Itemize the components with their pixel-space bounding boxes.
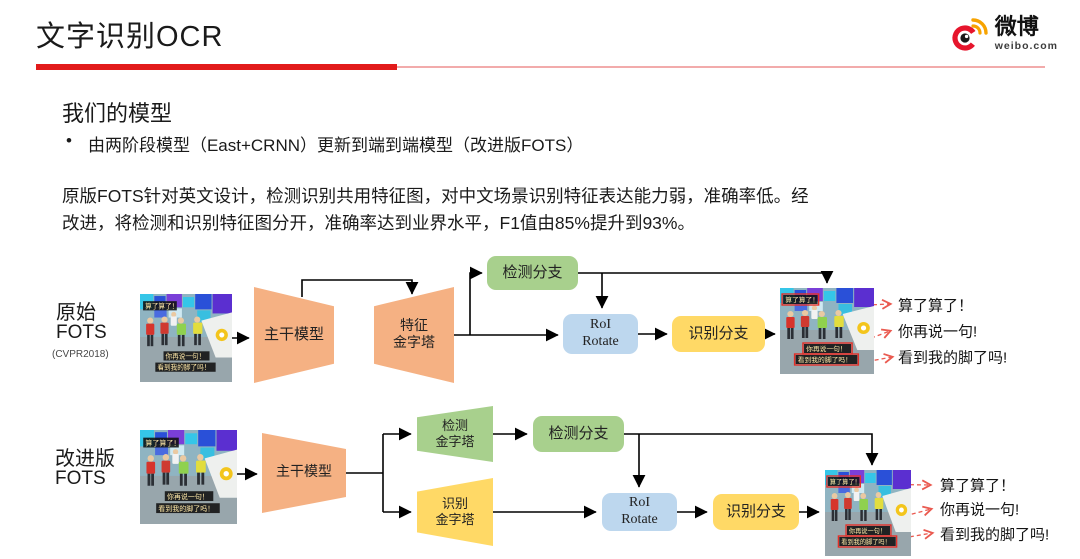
weibo-eye-icon xyxy=(952,18,988,51)
description-paragraph: 原版FOTS针对英文设计，检测识别共用特征图，对中文场景识别特征表达能力弱，准确… xyxy=(62,183,809,237)
svg-text:看到我的脚了吗！: 看到我的脚了吗！ xyxy=(841,537,891,546)
svg-text:算了算了！: 算了算了！ xyxy=(830,477,861,486)
d2-backbone-block: 主干模型 xyxy=(262,433,346,513)
svg-text:你再说一句！: 你再说一句！ xyxy=(806,344,847,353)
d2-input-image: 算了算了！ 你再说一句！ 看到我的脚了吗！ xyxy=(140,430,237,524)
d1-output-text-3: 看到我的脚了吗! xyxy=(898,349,1008,367)
d1-input-image: 算了算了！ 你再说一句！ 看到我的脚了吗！ xyxy=(140,294,232,382)
d1-label-cvpr: (CVPR2018) xyxy=(52,349,109,360)
d2-output-text-3: 看到我的脚了吗! xyxy=(940,526,1050,544)
d1-output-text-2: 你再说一句! xyxy=(898,323,978,341)
people-figures xyxy=(146,311,203,347)
d1-output-text-1: 算了算了！ xyxy=(898,297,974,315)
d1-label-line1: 原始 xyxy=(56,302,96,324)
logo-brand-text: 微博 xyxy=(994,14,1039,39)
paragraph-line-1: 原版FOTS针对英文设计，检测识别共用特征图，对中文场景识别特征表达能力弱，准确… xyxy=(62,186,809,206)
svg-text:你再说一句！: 你再说一句！ xyxy=(849,526,886,535)
d1-label-line2: FOTS xyxy=(56,322,107,343)
detection-boxes xyxy=(826,475,898,548)
bullet-line: • 由两阶段模型（East+CRNN）更新到端到端模型（改进版FOTS） xyxy=(66,131,583,156)
d2-detect-branch-box: 检测分支 xyxy=(533,416,624,452)
title-underline-bar xyxy=(36,64,397,70)
d2-label-line1: 改进版 xyxy=(55,448,115,470)
d2-roi-rotate-box: RoI Rotate xyxy=(602,493,677,531)
paragraph-line-2: 改进，将检测和识别特征图分开，准确率达到业界水平，F1值由85%提升到93%。 xyxy=(62,213,695,233)
d1-recog-branch-box: 识别分支 xyxy=(672,316,765,352)
d2-detect-pyramid-block: 检测 金字塔 xyxy=(417,406,493,462)
svg-text:你再说一句！: 你再说一句！ xyxy=(166,351,206,360)
d1-backbone-block: 主干模型 xyxy=(254,287,334,383)
detection-boxes xyxy=(781,293,860,366)
svg-text:算了算了！: 算了算了！ xyxy=(145,301,178,310)
svg-text:看到我的脚了吗！: 看到我的脚了吗！ xyxy=(798,355,852,364)
d2-output-image: 算了算了！ 你再说一句！ 看到我的脚了吗！ xyxy=(825,470,911,556)
logo-domain-text: weibo.com xyxy=(994,40,1058,52)
weibo-logo: 微博 weibo.com xyxy=(949,12,1058,54)
svg-text:看到我的脚了吗！: 看到我的脚了吗！ xyxy=(157,363,210,372)
svg-text:算了算了！: 算了算了！ xyxy=(145,438,180,447)
section-heading: 我们的模型 xyxy=(62,101,173,126)
d1-feature-pyramid-block: 特征 金字塔 xyxy=(374,287,454,383)
d1-output-image: 算了算了！ 你再说一句！ 看到我的脚了吗！ xyxy=(780,288,874,374)
d2-label-line2: FOTS xyxy=(55,468,106,489)
d2-output-text-2: 你再说一句! xyxy=(940,501,1020,519)
svg-text:看到我的脚了吗！: 看到我的脚了吗！ xyxy=(158,504,214,513)
svg-text:你再说一句！: 你再说一句！ xyxy=(167,492,209,501)
d2-recog-branch-box: 识别分支 xyxy=(713,494,799,530)
d2-output-text-1: 算了算了！ xyxy=(940,477,1016,495)
bullet-marker: • xyxy=(66,131,72,150)
page-title: 文字识别OCR xyxy=(36,21,224,53)
title-underline-thin xyxy=(397,66,1045,68)
svg-text:算了算了！: 算了算了！ xyxy=(785,295,819,304)
bullet-text: 由两阶段模型（East+CRNN）更新到端到端模型（改进版FOTS） xyxy=(87,136,584,155)
d1-roi-rotate-box: RoI Rotate xyxy=(563,314,638,354)
d1-detect-branch-box: 检测分支 xyxy=(487,256,578,290)
